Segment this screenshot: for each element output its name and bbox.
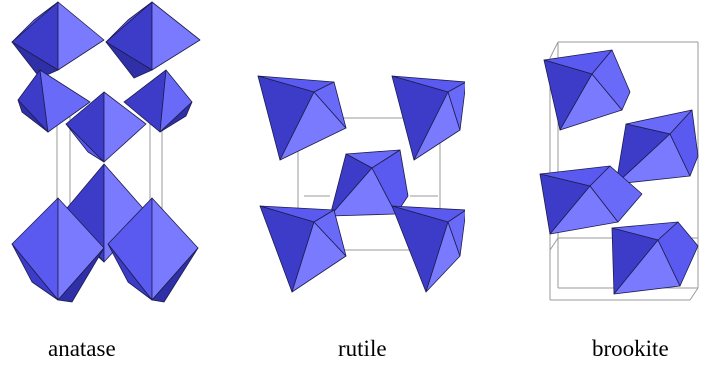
- brookite-structure: [539, 41, 699, 301]
- rutile-label: rutile: [338, 336, 387, 361]
- octahedron: [329, 149, 409, 217]
- octahedron: [543, 49, 631, 131]
- octahedron: [539, 165, 643, 235]
- octahedron: [11, 197, 105, 303]
- anatase-structure: [11, 1, 201, 303]
- octahedron: [107, 197, 199, 303]
- octahedron: [65, 91, 147, 163]
- rutile-structure: [257, 75, 465, 293]
- octahedron: [257, 75, 347, 161]
- octahedron: [391, 75, 465, 161]
- anatase-label: anatase: [48, 336, 116, 361]
- octahedron: [611, 221, 699, 295]
- octahedron: [391, 205, 465, 293]
- octahedron: [105, 1, 201, 79]
- octahedron: [615, 109, 699, 185]
- octahedron: [17, 69, 91, 133]
- octahedron: [123, 69, 193, 133]
- octahedron: [11, 1, 105, 79]
- octahedron: [259, 205, 347, 293]
- brookite-label: brookite: [592, 336, 669, 361]
